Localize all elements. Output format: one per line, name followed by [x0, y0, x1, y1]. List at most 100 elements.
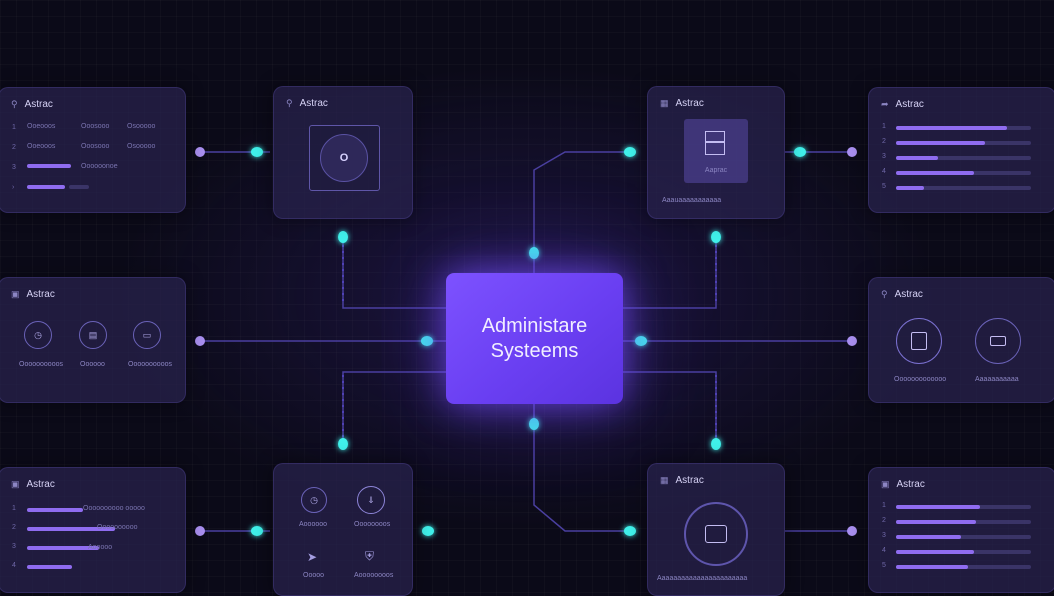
row-index: 1: [882, 502, 886, 509]
card-icon[interactable]: [975, 318, 1021, 364]
row-index: 2: [12, 524, 16, 531]
progress-track: [896, 186, 1031, 190]
grid-icon: ▦: [660, 98, 669, 108]
row-label: Aooooo: [88, 544, 113, 551]
monitor-icon[interactable]: ▭: [133, 321, 161, 349]
row-index: 5: [882, 183, 886, 190]
card-footer: Aaauaaaaaaaaaaa: [662, 197, 722, 204]
icon-caption: Oooooooooos: [19, 361, 63, 368]
signal-node: [624, 147, 636, 157]
grid-icon: ▦: [660, 475, 669, 485]
card-title: Astrac: [675, 98, 704, 109]
row-index: 4: [882, 168, 886, 175]
row-index: 2: [882, 517, 886, 524]
progress-bar: [896, 520, 976, 524]
row-label: Oooooooooo: [97, 524, 138, 531]
progress-bar: [896, 141, 985, 145]
card-middle-right[interactable]: ⚲ Astrac Ooooooooooooo Aaaaaaaaaaa: [868, 277, 1054, 403]
progress-bar: [27, 185, 65, 189]
user-icon: ⚲: [881, 289, 888, 299]
icon-caption: Ooooo: [303, 572, 325, 579]
cell-text: Osooooo: [127, 143, 156, 150]
signal-node: [711, 231, 721, 243]
row-index: 2: [12, 144, 16, 151]
row-index: 1: [12, 124, 16, 131]
user-icon: ⚲: [11, 99, 18, 109]
card-title: Astrac: [894, 289, 923, 300]
card-top-center-left[interactable]: ⚲Astrac O: [273, 86, 413, 219]
panel-label: Aaprac: [704, 167, 728, 174]
progress-bar: [896, 126, 1007, 130]
progress-bar: [27, 508, 83, 512]
signal-node: [529, 247, 539, 259]
icon-caption: Oooooooos: [354, 521, 391, 528]
row-index: 5: [882, 562, 886, 569]
row-index: 3: [12, 164, 16, 171]
card-title: Astrac: [675, 475, 704, 486]
progress-bar: [27, 546, 99, 550]
endpoint-dot: [195, 526, 205, 536]
card-title: Astrac: [24, 99, 53, 110]
progress-bar: [896, 505, 980, 509]
progress-bar: [896, 186, 924, 190]
cell-text: Ooeooos: [27, 123, 56, 130]
row-label: Oooooooooo ooooo: [83, 505, 145, 512]
card-footer: Aaaaaaaaaaaaaaaaaaaaaaa: [657, 575, 748, 582]
signal-node: [422, 526, 434, 536]
progress-bar: [27, 565, 72, 569]
file-icon: ▣: [881, 479, 890, 489]
card-top-center-right[interactable]: ▦ Astrac Aaprac Aaauaaaaaaaaaaa: [647, 86, 785, 219]
tool-icon: ➦: [881, 99, 889, 109]
file-icon: ▣: [11, 289, 20, 299]
card-title: Astrac: [26, 289, 55, 300]
icon-caption: Aoooooooos: [354, 572, 394, 579]
row-index: 1: [882, 123, 886, 130]
card-bottom-center-right[interactable]: ▦ Astrac Aaaaaaaaaaaaaaaaaaaaaaa: [647, 463, 785, 596]
signal-node: [421, 336, 433, 346]
endpoint-dot: [847, 336, 857, 346]
signal-node: [635, 336, 647, 346]
endpoint-dot: [847, 147, 857, 157]
icon-caption: Ooooooooooooo: [894, 376, 947, 383]
progress-bar: [27, 164, 71, 168]
rocket-icon[interactable]: ➤: [307, 550, 318, 564]
row-index: 2: [882, 138, 886, 145]
card-title: Astrac: [26, 479, 55, 490]
card-top-left[interactable]: ⚲Astrac 1 Ooeooos Ooosooo Osooooo 2 Ooeo…: [0, 87, 186, 213]
central-hub[interactable]: Administare Systeems: [446, 273, 623, 404]
row-index: 4: [12, 562, 16, 569]
printer-icon[interactable]: [684, 502, 748, 566]
signal-node: [529, 418, 539, 430]
shield-icon[interactable]: ⛨: [365, 549, 375, 563]
download-icon[interactable]: ⇓: [357, 486, 385, 514]
battery-icon[interactable]: [896, 318, 942, 364]
clock-icon[interactable]: ◷: [24, 321, 52, 349]
cell-text: Ooosooo: [81, 123, 110, 130]
icon-panel: O: [309, 125, 380, 191]
progress-bar: [27, 527, 115, 531]
card-title: Astrac: [895, 99, 924, 110]
endpoint-dot: [847, 526, 857, 536]
icon-caption: Oooooo: [80, 361, 105, 368]
progress-bar: [896, 171, 974, 175]
signal-node: [624, 526, 636, 536]
cell-text: Ooosooo: [81, 143, 110, 150]
target-icon[interactable]: O: [320, 134, 368, 182]
card-title: Astrac: [896, 479, 925, 490]
signal-node: [711, 438, 721, 450]
icon-caption: Oooooooooos: [128, 361, 172, 368]
icon-caption: Aaaaaaaaaaa: [975, 376, 1019, 383]
cell-text: Osooooo: [127, 123, 156, 130]
clock-icon[interactable]: ◷: [301, 487, 327, 513]
list-icon[interactable]: ▤: [79, 321, 107, 349]
card-bottom-center-left[interactable]: ◷ ⇓ Aoooooo Oooooooos ➤ ⛨ Ooooo Aooooooo…: [273, 463, 413, 596]
progress-track: [69, 185, 89, 189]
row-index: ›: [12, 184, 15, 191]
card-middle-left[interactable]: ▣ Astrac ◷ ▤ ▭ Oooooooooos Oooooo Ooooooo…: [0, 277, 186, 403]
preview-panel[interactable]: Aaprac: [684, 119, 748, 183]
progress-bar: [896, 535, 961, 539]
progress-bar: [896, 550, 974, 554]
